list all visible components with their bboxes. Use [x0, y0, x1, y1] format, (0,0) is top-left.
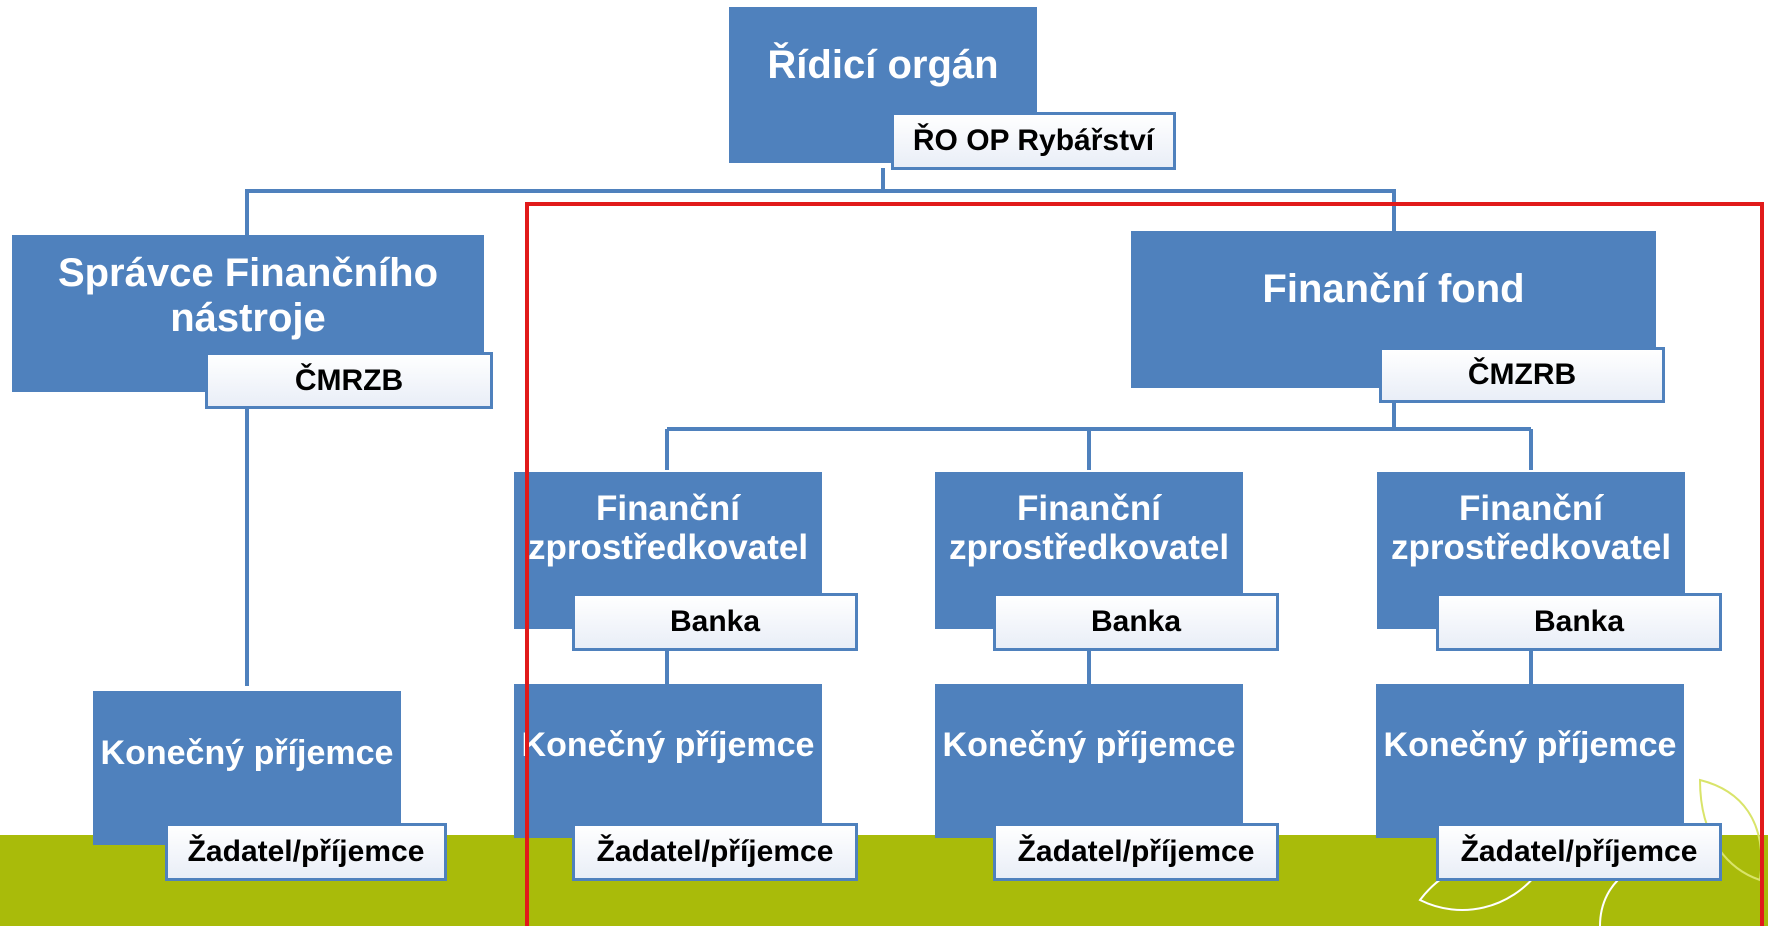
root-title: Řídicí orgán — [767, 42, 999, 87]
manager-recipient-tag: Žadatel/příjemce — [165, 823, 447, 881]
recipient-node: Konečný příjemce — [514, 684, 822, 838]
root-tag: ŘO OP Rybářství — [891, 112, 1176, 170]
intermediary-tag-label: Banka — [1090, 605, 1182, 638]
recipient-title: Konečný příjemce — [521, 725, 815, 764]
manager-recipient-tag-label: Žadatel/příjemce — [187, 835, 425, 868]
root-node: Řídicí orgán — [729, 7, 1037, 163]
manager-recipient-title: Konečný příjemce — [100, 733, 394, 772]
recipient-tag-label: Žadatel/příjemce — [1460, 835, 1698, 868]
intermediary-title: Finanční zprostředkovatel — [1390, 489, 1672, 567]
recipient-tag: Žadatel/příjemce — [993, 823, 1279, 881]
recipient-tag-label: Žadatel/příjemce — [1017, 835, 1255, 868]
recipient-node: Konečný příjemce — [1376, 684, 1684, 838]
recipient-node: Konečný příjemce — [935, 684, 1243, 838]
manager-tag-label: ČMRZB — [294, 363, 404, 397]
manager-title: Správce Finančního nástroje — [57, 250, 439, 340]
recipient-title: Konečný příjemce — [1383, 725, 1677, 764]
intermediary-title: Finanční zprostředkovatel — [948, 489, 1230, 567]
fund-tag-label: ČMZRB — [1467, 358, 1577, 391]
intermediary-title: Finanční zprostředkovatel — [527, 489, 809, 567]
manager-recipient-node: Konečný příjemce — [93, 691, 401, 845]
recipient-tag-label: Žadatel/příjemce — [596, 835, 834, 868]
intermediary-tag-label: Banka — [669, 605, 761, 638]
intermediary-tag-label: Banka — [1533, 605, 1625, 638]
fund-title: Finanční fond — [1262, 267, 1525, 311]
root-tag-label: ŘO OP Rybářství — [912, 124, 1155, 157]
intermediary-tag: Banka — [1436, 593, 1722, 651]
highlight-frame — [525, 202, 1764, 926]
recipient-tag: Žadatel/příjemce — [572, 823, 858, 881]
manager-tag: ČMRZB — [205, 352, 493, 409]
recipient-title: Konečný příjemce — [942, 725, 1236, 764]
intermediary-tag: Banka — [993, 593, 1279, 651]
fund-tag: ČMZRB — [1379, 347, 1665, 403]
recipient-tag: Žadatel/příjemce — [1436, 823, 1722, 881]
intermediary-tag: Banka — [572, 593, 858, 651]
